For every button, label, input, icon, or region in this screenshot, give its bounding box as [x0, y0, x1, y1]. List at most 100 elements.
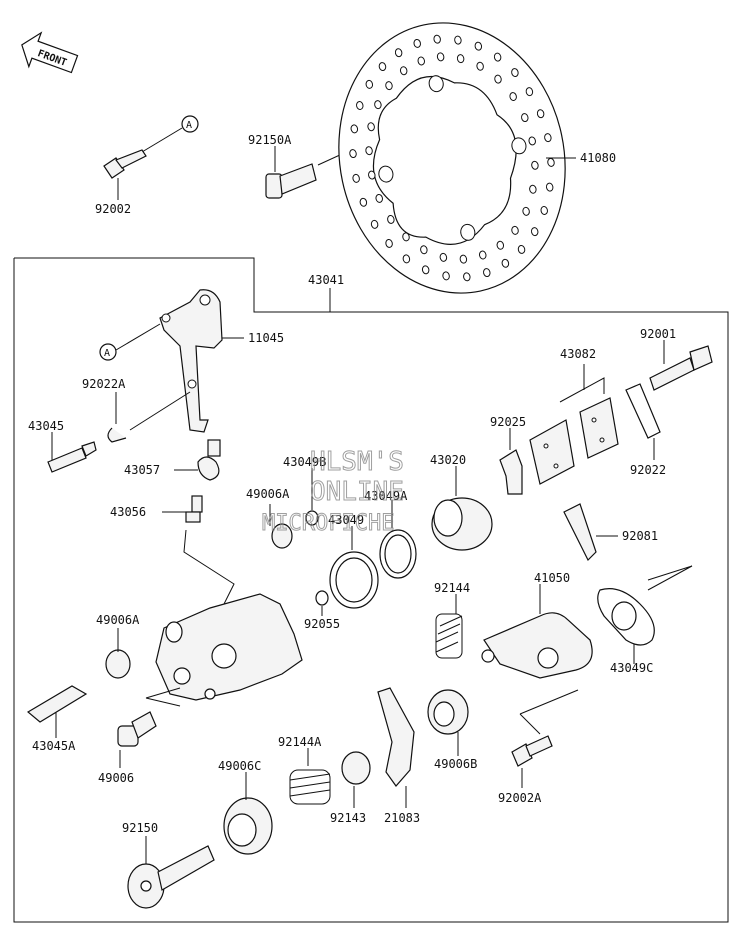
disc-mount-hole [428, 75, 444, 93]
label-43045a: 43045A [32, 739, 76, 753]
label-92055: 92055 [304, 617, 340, 631]
spring-92144 [435, 613, 463, 659]
disc-hole [421, 265, 430, 275]
disc-hole [350, 124, 359, 134]
disc-hole [385, 81, 393, 91]
disc-hole [530, 227, 539, 237]
disc-hole [394, 48, 403, 58]
callout-a-bracket: A [99, 323, 161, 361]
disc-hole [517, 244, 526, 254]
clip-92022a [107, 427, 127, 443]
label-49006a-top: 49006A [246, 487, 290, 501]
disc-hole [378, 62, 387, 72]
spring-92144a [289, 769, 331, 805]
disc-hole [459, 254, 468, 264]
label-92144a: 92144A [278, 735, 322, 749]
disc-hole [463, 272, 471, 282]
bracket-11045 [159, 289, 223, 433]
disc-hole [547, 157, 555, 167]
disc-hole [365, 146, 373, 156]
gasket-43049c [597, 588, 655, 646]
label-43056: 43056 [110, 505, 146, 519]
pad-set-43082 [529, 397, 619, 485]
label-43049b: 43049B [283, 455, 326, 469]
label-41080: 41080 [580, 151, 616, 165]
disc-mount-hole [378, 165, 394, 183]
bolt-92002 [103, 149, 147, 179]
disc-mount-hole [460, 223, 476, 241]
disc-hole [387, 214, 395, 224]
brake-disc-41080 [338, 22, 566, 294]
disc-hole [493, 52, 502, 62]
label-92001: 92001 [640, 327, 676, 341]
disc-hole [540, 206, 548, 215]
svg-text:A: A [104, 348, 110, 359]
label-43041: 43041 [308, 273, 344, 287]
callout-a-top: A [141, 115, 199, 153]
bleeder-43056 [185, 495, 203, 523]
label-92022: 92022 [630, 463, 666, 477]
label-11045: 11045 [248, 331, 284, 345]
label-43049: 43049 [328, 513, 364, 527]
label-43045: 43045 [28, 419, 64, 433]
assembly-outline [13, 257, 729, 923]
disc-hole [402, 232, 410, 242]
label-92081: 92081 [622, 529, 658, 543]
disc-hole [359, 197, 368, 207]
label-49006: 49006 [98, 771, 134, 785]
label-43020: 43020 [430, 453, 466, 467]
disc-hole [521, 113, 529, 123]
disc-hole [413, 38, 421, 48]
disc-hole [365, 79, 374, 89]
label-49006c: 49006C [218, 759, 261, 773]
disc-hole [417, 56, 425, 66]
bolt-92150 [127, 845, 215, 909]
boot-49006b [427, 689, 469, 735]
label-92144: 92144 [434, 581, 470, 595]
ring-92143 [341, 751, 371, 785]
pin-43045 [47, 441, 97, 473]
label-49006b: 49006B [434, 757, 477, 771]
label-41050: 41050 [534, 571, 570, 585]
plate-92025 [499, 449, 523, 495]
disc-hole [479, 250, 487, 260]
boot-49006a [105, 649, 131, 679]
disc-hole [368, 170, 376, 180]
disc-hole [456, 54, 465, 64]
oring-92055 [315, 590, 329, 606]
bolt-92002a [511, 735, 553, 767]
front-arrow-icon: FRONT [21, 31, 79, 74]
disc-hole [454, 35, 462, 45]
disc-hole [509, 92, 517, 102]
piston-43020 [431, 497, 493, 551]
disc-hole [356, 101, 364, 110]
disc-hole [474, 41, 483, 51]
disc-hole [496, 240, 505, 250]
disc-hole [402, 254, 411, 264]
clip-92022 [625, 383, 661, 439]
label-92025: 92025 [490, 415, 526, 429]
svg-text:A: A [186, 120, 192, 131]
disc-mount-hole [511, 137, 527, 155]
disc-hole [511, 225, 519, 235]
label-21083: 21083 [384, 811, 420, 825]
disc-hole [367, 122, 375, 132]
svg-text:ONLINE: ONLINE [310, 477, 404, 507]
disc-hole [436, 52, 445, 62]
label-92002a: 92002A [498, 791, 542, 805]
disc-hole [352, 173, 360, 183]
label-43057: 43057 [124, 463, 160, 477]
disc-hole [375, 193, 383, 203]
label-92002: 92002 [95, 202, 131, 216]
disc-hole [420, 245, 428, 255]
disc-hole [439, 252, 448, 262]
spring-92081 [563, 503, 597, 562]
svg-text:HLSM'S: HLSM'S [310, 447, 404, 477]
disc-hole [385, 238, 393, 248]
disc-hole [544, 133, 552, 143]
label-49006a: 49006A [96, 613, 140, 627]
disc-hole [529, 184, 537, 194]
label-43049a: 43049A [364, 489, 408, 503]
bolt-92150a [265, 163, 317, 199]
